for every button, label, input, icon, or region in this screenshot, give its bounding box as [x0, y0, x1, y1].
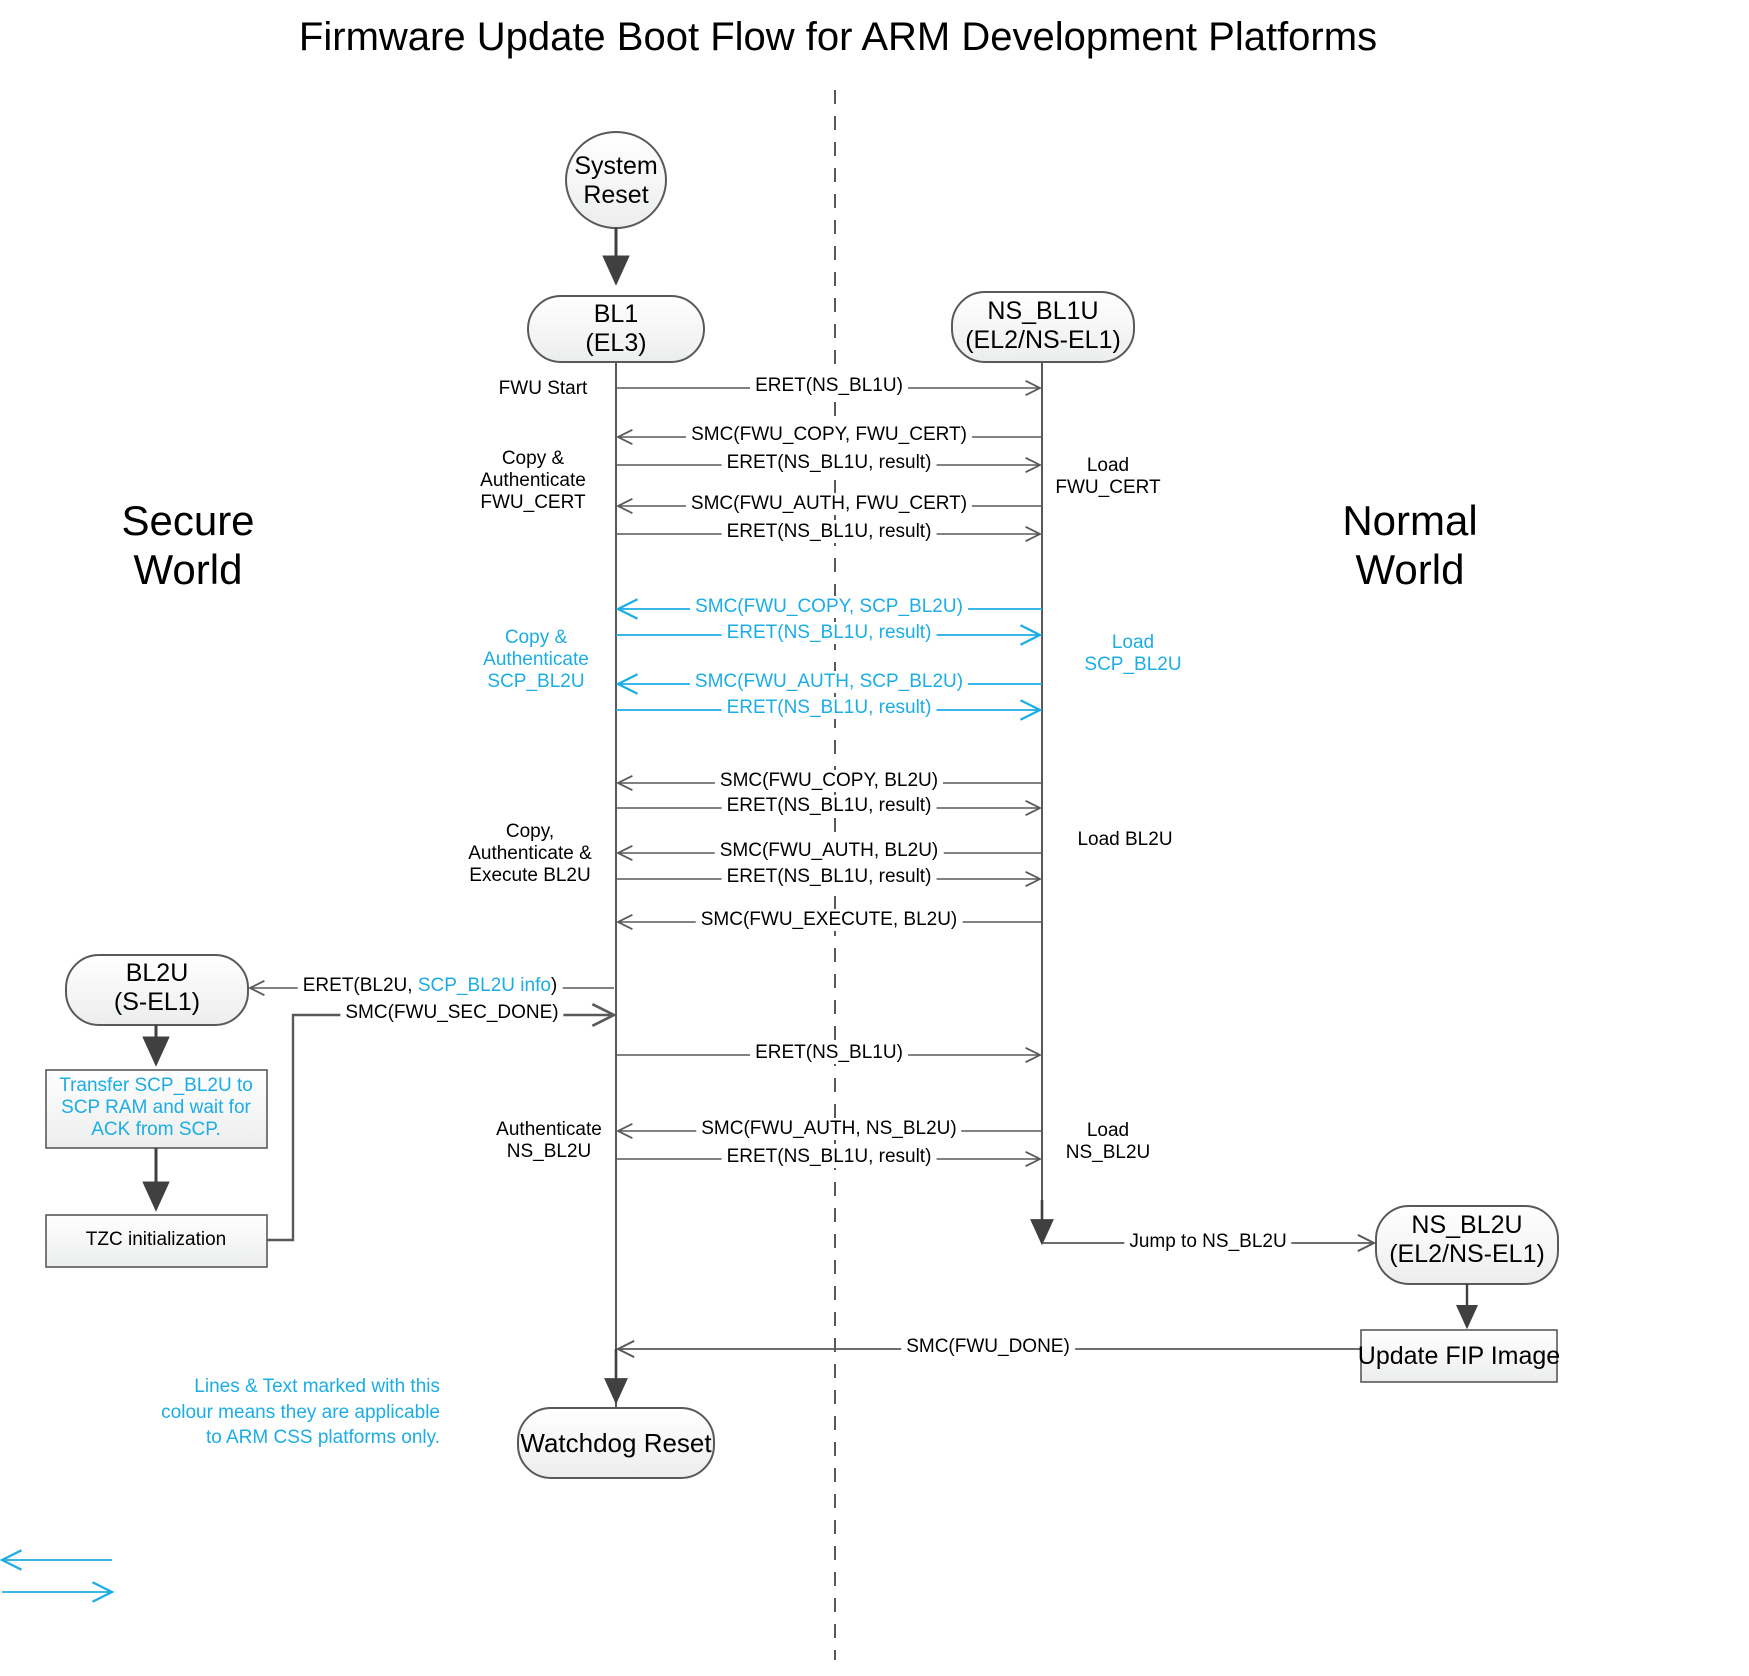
msg-label-m7: ERET(NS_BL1U, result) [721, 622, 937, 645]
normal-world-label: Normal World [1342, 497, 1478, 593]
legend-text: Lines & Text marked with this colour mea… [161, 1376, 440, 1449]
box-update-fip-label[interactable]: Update FIP Image [1357, 1342, 1561, 1370]
msg-label-m5: ERET(NS_BL1U, result) [721, 521, 937, 544]
node-watchdog-reset-label[interactable]: Watchdog Reset [520, 1428, 712, 1458]
annotation-fwu-start: FWU Start [498, 378, 588, 399]
msg-label-m2: SMC(FWU_COPY, FWU_CERT) [686, 424, 972, 447]
node-watchdog-reset-shape [517, 1407, 715, 1479]
annotation-load-ns-bl2u: Load NS_BL2U [1065, 1120, 1151, 1164]
eret-bl2u-suffix: ) [550, 975, 558, 996]
msg-label-m6: SMC(FWU_COPY, SCP_BL2U) [690, 596, 968, 619]
msg-label-m16: SMC(FWU_AUTH, NS_BL2U) [696, 1118, 962, 1141]
msg-label-fwu-sec-done: SMC(FWU_SEC_DONE) [340, 1002, 564, 1025]
annotation-load-bl2u: Load BL2U [1077, 829, 1173, 850]
box-tzc-init-label[interactable]: TZC initialization [85, 1229, 227, 1250]
node-ns-bl1u-label[interactable]: NS_BL1U (EL2/NS-EL1) [965, 297, 1121, 354]
annotation-load-fwu-cert: Load FWU_CERT [1055, 455, 1161, 499]
node-ns-bl2u-label[interactable]: NS_BL2U (EL2/NS-EL1) [1389, 1211, 1545, 1268]
msg-label-m19: SMC(FWU_DONE) [901, 1336, 1075, 1359]
msg-label-m14: SMC(FWU_EXECUTE, BL2U) [695, 909, 963, 932]
node-ns-bl1u-shape [951, 291, 1135, 363]
annotation-load-scp-bl2u: Load SCP_BL2U [1084, 632, 1182, 676]
msg-label-m11: ERET(NS_BL1U, result) [721, 795, 937, 818]
box-update-fip-shape [1360, 1329, 1558, 1383]
node-bl1-shape [527, 295, 705, 363]
annotation-copy-auth-fwu-cert: Copy & Authenticate FWU_CERT [480, 448, 586, 514]
annotation-copy-auth-scp-bl2u: Copy & Authenticate SCP_BL2U [483, 627, 589, 693]
msg-label-m17: ERET(NS_BL1U, result) [721, 1146, 937, 1169]
page-title: Firmware Update Boot Flow for ARM Develo… [298, 15, 1378, 59]
eret-bl2u-cyan-part: SCP_BL2U info [417, 975, 551, 996]
node-bl2u-label[interactable]: BL2U (S-EL1) [113, 959, 201, 1016]
msg-label-m18: Jump to NS_BL2U [1124, 1231, 1292, 1254]
node-bl1-label[interactable]: BL1 (EL3) [585, 300, 647, 357]
msg-label-m1: ERET(NS_BL1U) [750, 375, 908, 398]
annotation-copy-auth-exec-bl2u: Copy, Authenticate & Execute BL2U [468, 821, 592, 887]
msg-label-m15: ERET(NS_BL1U) [750, 1042, 908, 1065]
msg-label-eret-bl2u: ERET(BL2U, SCP_BL2U info) [297, 975, 563, 998]
msg-label-m9: ERET(NS_BL1U, result) [721, 697, 937, 720]
msg-label-m3: ERET(NS_BL1U, result) [721, 452, 937, 475]
msg-label-m13: ERET(NS_BL1U, result) [721, 866, 937, 889]
box-transfer-scp-label[interactable]: Transfer SCP_BL2U to SCP RAM and wait fo… [59, 1075, 253, 1141]
box-tzc-init-shape [45, 1214, 268, 1268]
eret-bl2u-prefix: ERET(BL2U, [302, 975, 418, 996]
node-system-reset-label[interactable]: System Reset [574, 152, 658, 209]
msg-label-m10: SMC(FWU_COPY, BL2U) [714, 770, 944, 793]
msg-label-m12: SMC(FWU_AUTH, BL2U) [714, 840, 944, 863]
secure-world-label: Secure World [121, 497, 255, 593]
msg-label-m4: SMC(FWU_AUTH, FWU_CERT) [685, 493, 973, 516]
box-transfer-scp-shape [45, 1069, 268, 1149]
msg-label-m8: SMC(FWU_AUTH, SCP_BL2U) [689, 671, 969, 694]
annotation-authenticate-ns-bl2u: Authenticate NS_BL2U [496, 1119, 602, 1163]
